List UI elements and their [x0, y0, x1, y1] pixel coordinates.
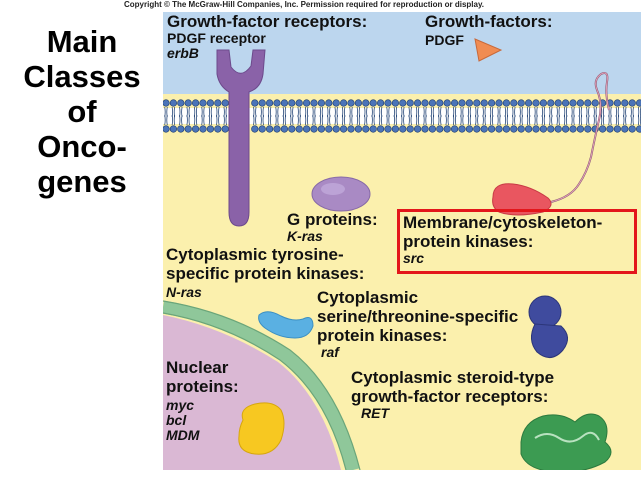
- subheading: PDGF: [425, 32, 464, 48]
- gene-name: src: [403, 250, 425, 266]
- gene-name: RET: [361, 405, 389, 421]
- heading: proteins:: [166, 377, 239, 396]
- subheading: PDGF receptor: [167, 30, 266, 46]
- gene-name: erbB: [167, 45, 199, 61]
- heading: Growth-factors:: [425, 12, 553, 31]
- nuclear-envelope-edge: [163, 300, 361, 470]
- heading: growth-factor receptors:: [351, 387, 549, 406]
- label-growth-factors: Growth-factors: PDGF: [425, 12, 553, 48]
- cell-diagram: Growth-factor receptors: PDGF receptor e…: [163, 12, 641, 470]
- heading: specific protein kinases:: [166, 264, 365, 283]
- pdgf-receptor: [216, 49, 266, 227]
- nucleus: [163, 315, 341, 470]
- heading: Cytoplasmic: [317, 288, 419, 307]
- gene-name: raf: [321, 344, 339, 360]
- nuclear-protein: [238, 402, 285, 455]
- pdgf-growth-factor: [474, 38, 503, 62]
- label-steroid-receptors: Cytoplasmic steroid-type growth-factor r…: [351, 368, 554, 421]
- plasma-membrane: [163, 99, 641, 133]
- nuclear-envelope: [163, 300, 360, 470]
- heading: protein kinases:: [403, 232, 534, 251]
- gene-name: K-ras: [287, 228, 323, 244]
- gene-name: myc: [166, 397, 195, 413]
- tyrosine-kinase-n-ras: [258, 311, 314, 339]
- gene-name: MDM: [166, 427, 200, 443]
- side-title: Main Classes of Onco- genes: [0, 24, 164, 199]
- heading: Nuclear: [166, 358, 229, 377]
- side-title-line: genes: [37, 164, 127, 199]
- heading: G proteins:: [287, 210, 378, 229]
- label-growth-factor-receptors: Growth-factor receptors: PDGF receptor e…: [167, 12, 367, 61]
- label-g-proteins: G proteins: K-ras: [287, 210, 378, 244]
- heading: Cytoplasmic steroid-type: [351, 368, 555, 387]
- label-tyrosine-kinases: Cytoplasmic tyrosine- specific protein k…: [166, 245, 364, 300]
- label-serine-kinases: Cytoplasmic serine/threonine-specific pr…: [317, 288, 518, 360]
- cell-illustration: [163, 12, 641, 470]
- heading: Cytoplasmic tyrosine-: [166, 245, 344, 264]
- nuclear-envelope-edge: [163, 312, 347, 470]
- gene-name: N-ras: [166, 284, 202, 300]
- g-protein-k-ras: [311, 176, 371, 212]
- side-title-line: of: [67, 94, 97, 129]
- highlight-box: [397, 209, 637, 274]
- heading: Growth-factor receptors:: [167, 12, 368, 31]
- copyright-notice: Copyright © The McGraw-Hill Companies, I…: [124, 0, 485, 9]
- serine-kinase-raf: [528, 295, 562, 329]
- heading: serine/threonine-specific: [317, 307, 519, 326]
- side-title-line: Classes: [23, 59, 141, 94]
- gene-name: bcl: [166, 412, 187, 428]
- side-title-line: Main: [46, 24, 118, 59]
- side-title-line: Onco-: [37, 129, 127, 164]
- label-nuclear-proteins: Nuclear proteins: myc bcl MDM: [166, 358, 239, 443]
- heading: protein kinases:: [317, 326, 448, 345]
- label-membrane-kinases: Membrane/cytoskeleton- protein kinases: …: [403, 213, 602, 266]
- heading: Membrane/cytoskeleton-: [403, 213, 603, 232]
